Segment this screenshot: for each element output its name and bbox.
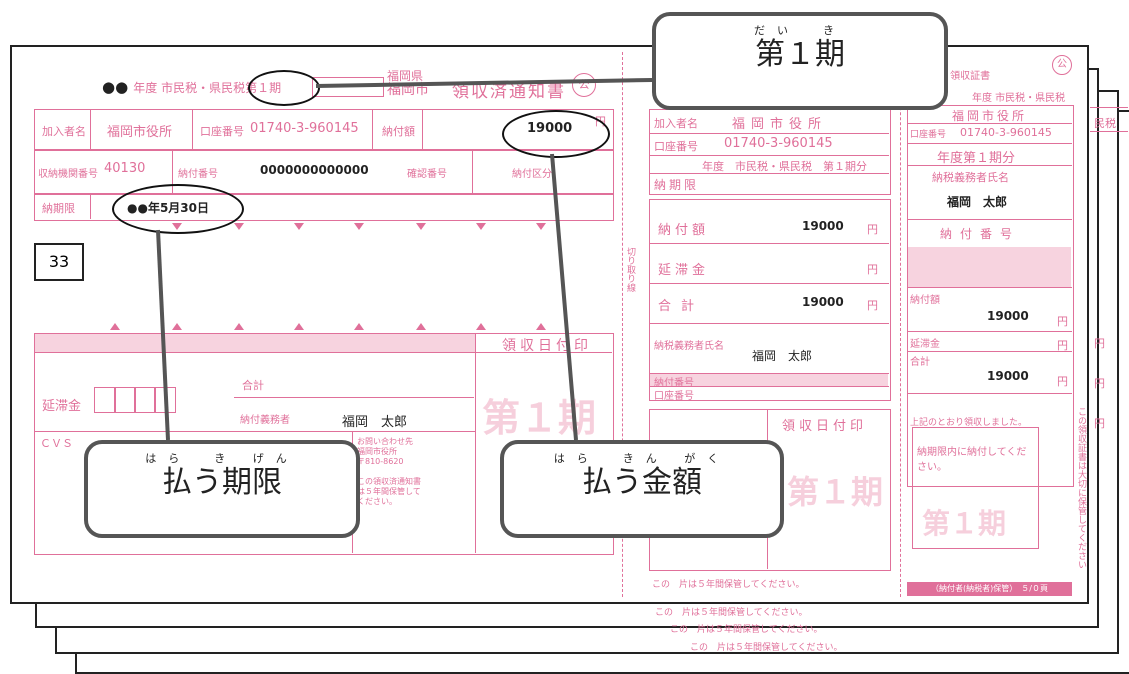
mid-amount-value: 19000 (802, 219, 844, 233)
row-payno (34, 149, 614, 195)
callout-connectors (156, 78, 653, 441)
payer-value: 福岡 太郎 (342, 415, 408, 430)
payno-value: 0000000000000 (260, 163, 369, 177)
callout-deadline: はら き げん 払う期限 (84, 440, 360, 538)
notice-title: 領収済通知書 (452, 82, 566, 102)
mid-amount-box (649, 199, 891, 401)
right-payer-value: 福岡 太郎 (947, 195, 1008, 209)
right-amount-value: 19000 (987, 309, 1029, 323)
callout-amount: はら きん がく 払う金額 (500, 440, 784, 538)
group-value: 40130 (104, 161, 146, 176)
notice-year-label: 年度 市民税・県民税第１期 (133, 81, 282, 95)
back-sheet-edges: 民税 円 円 円 (1090, 75, 1129, 635)
right-box (907, 105, 1074, 487)
mid-total-value: 19000 (802, 295, 844, 309)
row-deadline (34, 193, 614, 221)
mid-payer-value: 福岡 太郎 (752, 349, 813, 363)
row-payee (34, 109, 614, 151)
right-footer: （納付者(納税者)保管） ５/０頁 (907, 582, 1072, 596)
right-total-value: 19000 (987, 369, 1029, 383)
back-footer-1: この 片は５年間保管してください。 (655, 608, 808, 618)
back-footer-3: この 片は５年間保管してください。 (690, 643, 843, 653)
period-highlight (248, 70, 320, 106)
deadline-highlight (112, 184, 244, 234)
amount-highlight (502, 110, 610, 158)
code-number: 33 (34, 243, 84, 281)
stamp-mark: 公 (572, 73, 596, 97)
account-value: 01740-3-960145 (250, 121, 359, 136)
payee-value: 福岡市役所 (107, 125, 173, 140)
notice-header: ●● 年度 市民税・県民税第１期 (102, 78, 282, 96)
back-footer-2: この 片は５年間保管してください。 (670, 625, 823, 635)
mid-keep-text: この 片は５年間保管してください。 (652, 580, 805, 590)
callout-period: だい き 第１期 (652, 12, 948, 110)
